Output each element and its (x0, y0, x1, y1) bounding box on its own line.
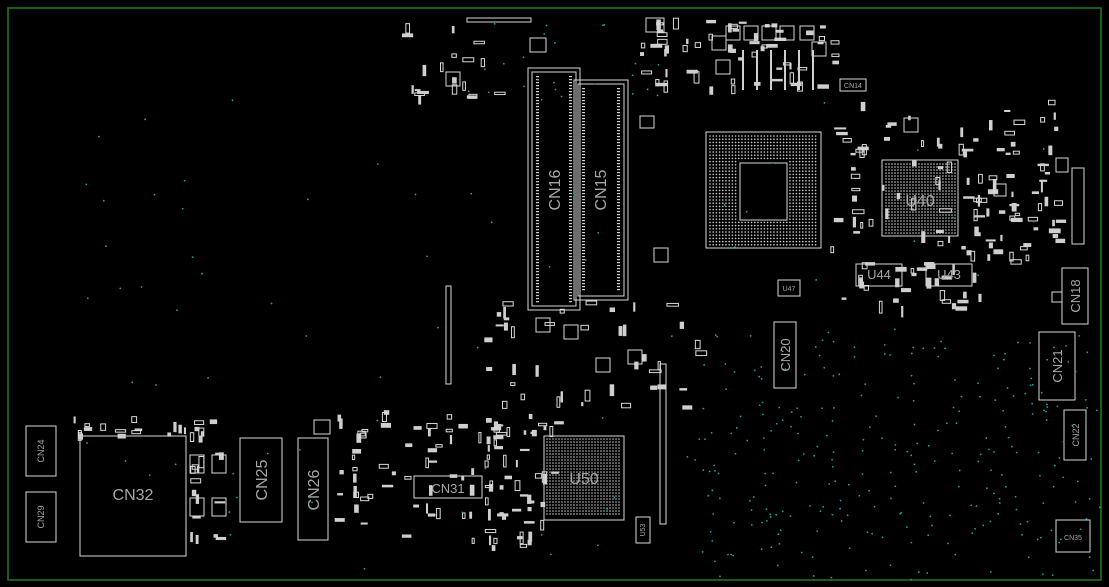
board-outline (7, 7, 1102, 581)
label-u50: U50 (569, 471, 598, 488)
chip-u47[interactable] (777, 279, 801, 297)
connector-cn29[interactable] (25, 491, 57, 543)
label-u47: U47 (783, 286, 796, 293)
cpu-bga[interactable] (705, 131, 822, 249)
label-cn15: CN15 (593, 169, 610, 210)
label-cn24: CN24 (36, 439, 46, 462)
label-u44: U44 (867, 267, 891, 282)
cpu-core (739, 162, 788, 221)
label-cn18: CN18 (1068, 279, 1083, 312)
label-u43: U43 (937, 267, 961, 282)
label-u53: U53 (640, 523, 647, 536)
cpu-bga-grid (709, 135, 817, 246)
slot-cn16-inner (531, 71, 577, 307)
chip-u40[interactable] (881, 159, 959, 237)
connector-cn35[interactable] (1055, 519, 1091, 553)
connector-cn14[interactable] (839, 78, 867, 92)
chip-u53[interactable] (635, 516, 651, 544)
label-cn31: CN31 (431, 481, 464, 496)
label-cn16: CN16 (547, 169, 564, 210)
slot-pins (536, 76, 620, 303)
strip-center-vertical (659, 363, 667, 525)
label-cn32: CN32 (113, 487, 154, 504)
label-cn21: CN21 (1050, 349, 1065, 382)
connector-cn32[interactable] (79, 435, 187, 557)
slot-cn15-inner (577, 83, 625, 297)
label-cn26: CN26 (306, 469, 323, 510)
connector-cn31[interactable] (413, 475, 483, 499)
label-cn20: CN20 (778, 338, 793, 371)
u50-bga-grid (546, 438, 620, 515)
chip-u44[interactable] (855, 263, 903, 287)
small-components (73, 17, 1069, 551)
connector-cn21[interactable] (1038, 331, 1076, 401)
strip-left-vertical (445, 285, 452, 385)
chip-u43[interactable] (925, 263, 973, 287)
connector-right-edge[interactable] (1071, 167, 1085, 245)
label-u40: U40 (905, 193, 934, 210)
connector-cn25[interactable] (239, 437, 283, 523)
connector-cn20[interactable] (773, 321, 797, 389)
via-dots (85, 22, 1101, 581)
connector-cn22[interactable] (1063, 409, 1087, 461)
label-cn29: CN29 (36, 505, 46, 528)
label-cn22: CN22 (1071, 423, 1081, 446)
slot-cn15[interactable] (573, 79, 629, 301)
label-cn14: CN14 (844, 83, 862, 90)
connector-cn26[interactable] (297, 437, 329, 541)
slot-cn16[interactable] (527, 67, 581, 311)
label-cn35: CN35 (1064, 535, 1082, 542)
strip-top-horizontal (466, 17, 532, 23)
label-cn25: CN25 (254, 459, 271, 500)
connector-cn24[interactable] (25, 425, 57, 477)
chip-left-small-4[interactable] (211, 497, 227, 517)
